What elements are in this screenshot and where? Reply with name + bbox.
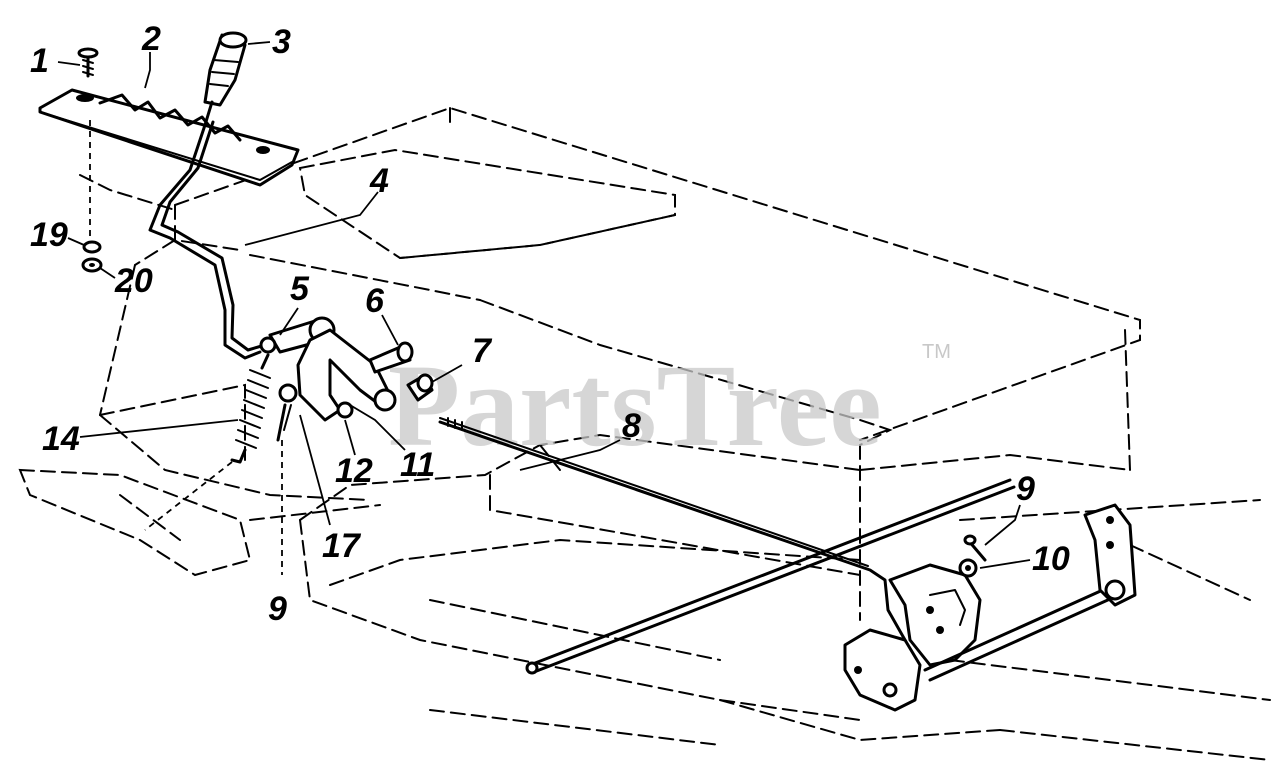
screw-part	[77, 47, 99, 78]
callout-20: 20	[114, 262, 153, 300]
frame-outline	[18, 106, 1271, 761]
hex-nut	[406, 373, 434, 402]
callout-14: 14	[42, 420, 80, 458]
callout-7: 7	[472, 332, 493, 370]
callout-5: 5	[290, 270, 310, 308]
trademark-text: TM	[922, 341, 951, 363]
callout-3: 3	[272, 23, 291, 61]
callout-10: 10	[1032, 540, 1070, 578]
watermark-text: PartsTree	[388, 340, 882, 471]
shift-knob	[203, 31, 248, 127]
callout-11: 11	[400, 446, 435, 484]
callout-1: 1	[30, 42, 49, 80]
callout-8: 8	[622, 407, 641, 445]
callout-9-left: 9	[268, 590, 287, 628]
pin-and-washer-right	[958, 534, 987, 578]
callouts: 1 2 3 4 5 6 7 8 9 9 10 11 12 14 17 19 20	[30, 20, 1070, 628]
callout-4: 4	[369, 162, 389, 200]
tension-spring	[144, 353, 271, 531]
cross-rod	[525, 478, 1016, 675]
callout-17: 17	[322, 527, 362, 565]
shoulder-bolt	[368, 341, 414, 374]
washer-nut	[81, 120, 103, 273]
callout-12: 12	[335, 452, 373, 490]
callout-6: 6	[365, 282, 385, 320]
pivot-bracket	[259, 316, 397, 422]
callout-2: 2	[141, 20, 161, 58]
shift-lever	[148, 120, 267, 360]
shift-plate	[38, 88, 300, 187]
partstree-watermark: PartsTree TM	[388, 340, 951, 471]
leader-lines	[57, 41, 1031, 569]
lift-arm-assembly	[843, 503, 1137, 712]
cotter-pin-left	[276, 383, 298, 575]
callout-19: 19	[30, 216, 68, 254]
callout-9-right: 9	[1016, 470, 1035, 508]
